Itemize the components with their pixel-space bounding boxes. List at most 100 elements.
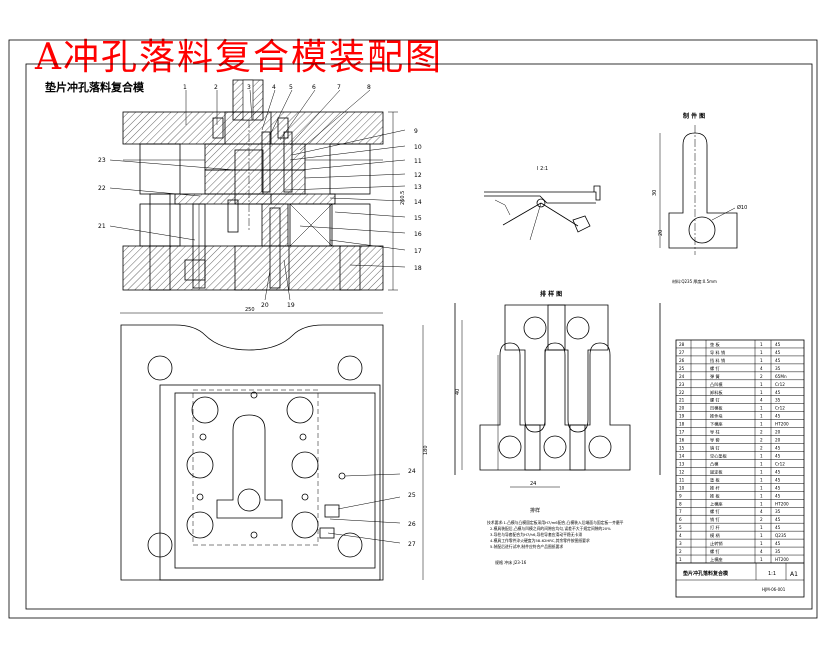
bom-cell: 挡 料 销 [710, 357, 725, 364]
bom-cell: 1 [760, 382, 763, 387]
tech-note-line-4: 4.模具工作零件淬火硬度为58-62HRC,其余零件按图纸要求 [490, 538, 590, 543]
bom-cell: 20 [679, 406, 685, 411]
bom-cell: 13 [679, 461, 685, 466]
bom-cell: 4 [760, 398, 763, 403]
callout-top-7: 7 [337, 84, 341, 91]
plan-view: 250 180 24 25 26 27 [120, 307, 429, 581]
bom-cell: 5 [679, 525, 682, 530]
bom-cell: 凸模 [710, 460, 719, 467]
bom-cell: 45 [775, 342, 781, 347]
bom-cell: 卸料板 [710, 389, 723, 396]
bom-cell: 1 [679, 557, 682, 562]
callout-right-13: 13 [414, 184, 422, 191]
strip-blank-hole [523, 316, 547, 340]
detail-view: I 2:1 [484, 166, 601, 241]
tech-note-line-3: 3.导柱与导套配合为H7/h6,导柱导套应滑动平稳无卡滞 [490, 532, 582, 537]
assembly-title: 垫片冲孔落料复合模 [45, 80, 145, 94]
bom-cell: 垫 板 [710, 476, 721, 483]
title-block-sheet: A1 [790, 571, 798, 578]
bom-cell: 1 [760, 406, 763, 411]
bom-cell: 45 [775, 390, 781, 395]
bom-cell: 4 [760, 509, 763, 514]
strip-blank-hole [498, 435, 522, 459]
bom-cell: 4 [760, 549, 763, 554]
bom-cell: 打 杆 [710, 524, 721, 531]
callout-right-18: 18 [414, 265, 422, 272]
bom-cell: HT200 [775, 557, 789, 562]
bom-cell: 21 [679, 398, 685, 403]
part-view-title: 制 件 图 [683, 112, 705, 120]
bom-cell: 上模座 [710, 500, 723, 507]
bom-cell: 20 [775, 430, 781, 435]
bom-cell: 销 钉 [710, 516, 721, 523]
outer-border [8, 39, 818, 619]
plan-width-dimension: 250 [245, 307, 255, 313]
detail-label: I 2:1 [537, 166, 548, 172]
bom-cell: 24 [679, 374, 685, 379]
bom-cell: 2 [679, 549, 682, 554]
bom-cell: 1 [760, 477, 763, 482]
bom-cell: Q235 [775, 533, 787, 538]
bom-cell: 45 [775, 358, 781, 363]
strip-blank [479, 342, 541, 471]
bom-cell: 螺 钉 [710, 365, 721, 372]
bom-cell: 22 [679, 390, 685, 395]
bom-cell: 凹模板 [710, 405, 723, 412]
bom-cell: 11 [679, 477, 685, 482]
part-drawing: 制 件 图 30 Ø10 20 材料:Q235 厚度:0.5mm [652, 112, 747, 284]
bom-cell: Cr12 [775, 461, 785, 466]
bom-cell: 空心垫板 [710, 452, 728, 459]
strip-layout-title: 排 样 图 [540, 290, 562, 298]
bom-cell: 1 [760, 390, 763, 395]
callout-right-16: 16 [414, 231, 422, 238]
plan-depth-dimension: 180 [423, 445, 429, 455]
callout-right-14: 14 [414, 199, 422, 206]
bom-cell: 45 [775, 446, 781, 451]
bom-cell: 垫 板 [710, 341, 721, 348]
bom-cell: 下模座 [710, 421, 723, 428]
callout-left-21: 21 [98, 223, 106, 230]
bom-cell: 15 [679, 446, 685, 451]
bom-cell: 1 [760, 414, 763, 419]
bom-cell: HT200 [775, 422, 789, 427]
bom-cell: 16 [679, 438, 685, 443]
bom-cell: 推 杆 [710, 484, 721, 491]
plan-callout-24: 24 [408, 468, 416, 475]
bom-cell: 28 [679, 342, 685, 347]
bom-cell: 35 [775, 398, 781, 403]
strip-layout: 排 样 图 40 24 排样 [454, 290, 661, 514]
bom-cell: 推 板 [710, 492, 721, 499]
bom-cell: 45 [775, 469, 781, 474]
callout-right-9: 9 [414, 128, 418, 135]
callout-top-3: 3 [247, 84, 251, 91]
bom-cell: 45 [775, 493, 781, 498]
bom-cell: 1 [760, 342, 763, 347]
bom-cell: 45 [775, 453, 781, 458]
bom-cell: 1 [760, 541, 763, 546]
bom-cell: 螺 钉 [710, 508, 721, 515]
technical-notes: 技术要求:1.凸模与凸模固定板采用H7/m6配合,凸模装入后端面与固定板一齐磨平… [487, 520, 624, 565]
plan-callout-27: 27 [408, 541, 416, 548]
callout-right-15: 15 [414, 215, 422, 222]
bom-cell: 14 [679, 453, 685, 458]
callout-top-6: 6 [312, 84, 316, 91]
bom-cell: 2 [760, 374, 763, 379]
bom-cell: 45 [775, 485, 781, 490]
bom-cell: 导 料 销 [710, 349, 725, 356]
bom-cell: 导 套 [710, 437, 721, 444]
title-block-name: 垫片冲孔落料复合模 [683, 570, 729, 577]
bom-cell: 1 [760, 533, 763, 538]
bom-cell: 23 [679, 382, 685, 387]
bom-cell: 17 [679, 430, 685, 435]
callout-top-5: 5 [289, 84, 293, 91]
bom-cell: 固定板 [710, 468, 723, 475]
callout-top-4: 4 [272, 84, 276, 91]
bom-cell: 65Mn [775, 374, 787, 379]
bom-cell: 1 [760, 461, 763, 466]
bom-cell: 2 [760, 438, 763, 443]
bom-cell: 导 柱 [710, 429, 721, 436]
strip-width-dimension: 40 [455, 389, 461, 395]
bom-cell: 弹 簧 [710, 373, 720, 380]
